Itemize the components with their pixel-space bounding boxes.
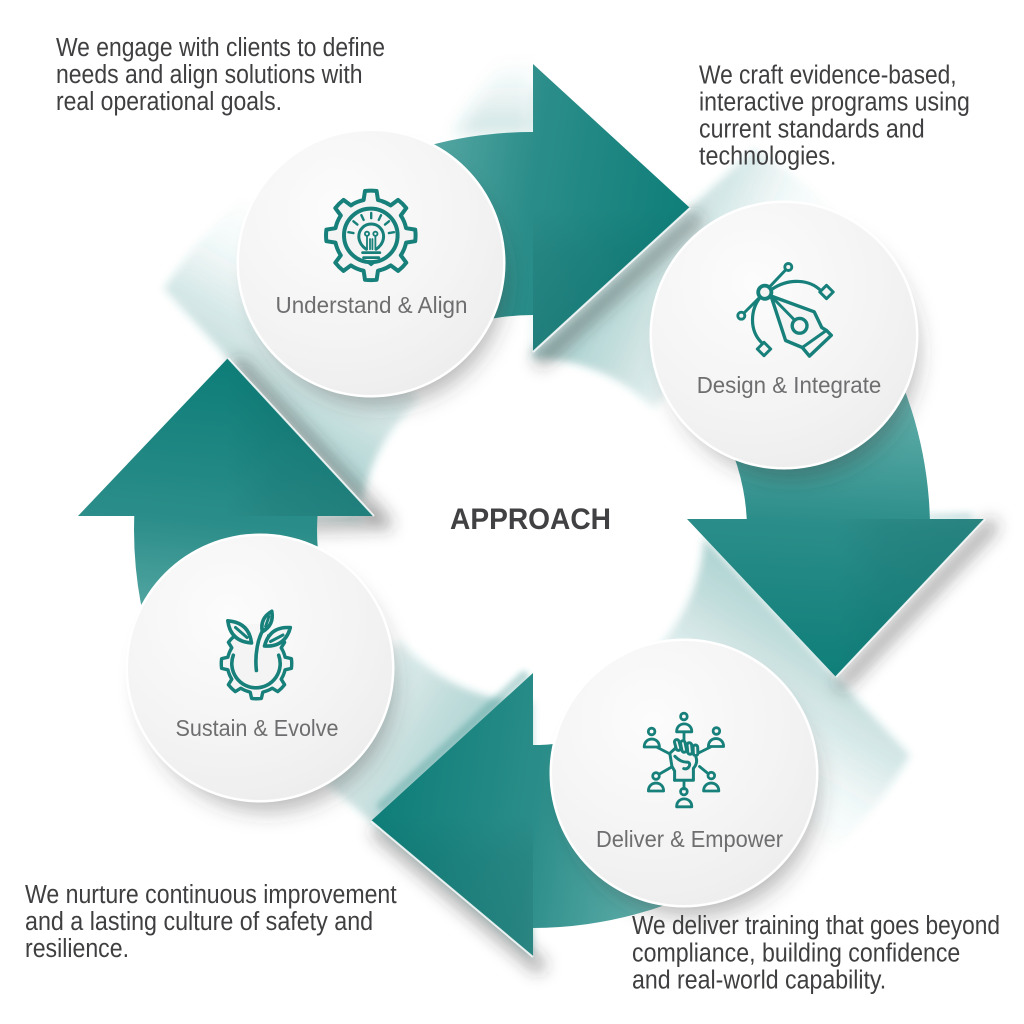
svg-text:APPROACH: APPROACH — [450, 503, 611, 536]
svg-text:Understand & Align: Understand & Align — [276, 292, 468, 318]
svg-text:technologies.: technologies. — [699, 143, 836, 171]
svg-text:current standards and: current standards and — [699, 116, 925, 144]
svg-text:needs and align solutions with: needs and align solutions with — [56, 61, 363, 89]
svg-text:real operational goals.: real operational goals. — [56, 88, 282, 116]
svg-text:We engage with clients to defi: We engage with clients to define — [56, 34, 385, 62]
svg-text:We nurture continuous improvem: We nurture continuous improvement — [25, 881, 397, 909]
svg-text:Deliver & Empower: Deliver & Empower — [596, 826, 783, 852]
svg-text:Sustain & Evolve: Sustain & Evolve — [176, 715, 339, 741]
svg-text:We deliver training that goes: We deliver training that goes beyond — [632, 912, 1000, 940]
svg-text:interactive programs using: interactive programs using — [699, 89, 970, 117]
svg-text:Design & Integrate: Design & Integrate — [697, 372, 882, 398]
svg-text:and real-world capability.: and real-world capability. — [632, 967, 886, 995]
svg-text:compliance, building confidenc: compliance, building confidence — [632, 939, 960, 967]
svg-text:resilience.: resilience. — [25, 935, 129, 963]
svg-text:and a lasting culture of safet: and a lasting culture of safety and — [25, 908, 373, 936]
svg-text:We craft evidence-based,: We craft evidence-based, — [699, 61, 957, 89]
